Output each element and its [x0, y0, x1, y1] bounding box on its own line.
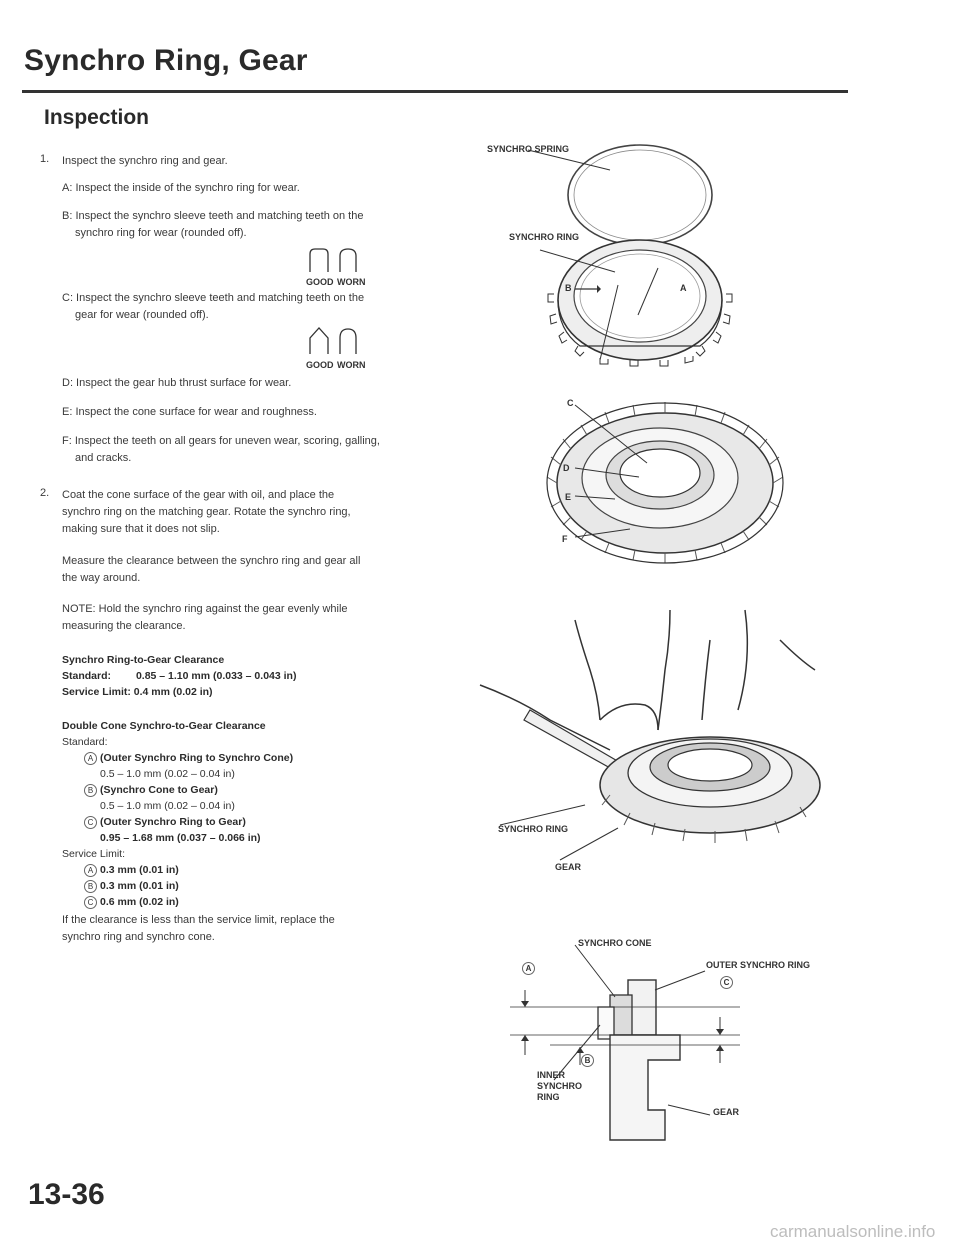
tooth-wear-icon-c	[309, 327, 357, 354]
label-synchro-cone: SYNCHRO CONE	[578, 938, 652, 948]
step-1c: C: Inspect the synchro sleeve teeth and …	[62, 292, 365, 321]
helical-gear-diagram	[546, 402, 784, 564]
tooth-good-label-b: GOOD	[306, 277, 334, 287]
step-2-text: Coat the cone surface of the gear with o…	[62, 489, 351, 535]
label-outer-synchro-ring: OUTER SYNCHRO RING	[706, 960, 811, 970]
title-rule	[22, 90, 848, 93]
spec-c-label-row: C(Outer Synchro Ring to Gear)	[62, 814, 293, 830]
closing-text: If the clearance is less than the servic…	[62, 914, 335, 943]
watermark: carmanualsonline.info	[770, 1222, 936, 1241]
leader-lines-cdef	[574, 404, 648, 538]
spec-double-cone-title: Double Cone Synchro-to-Gear Clearance	[62, 720, 266, 732]
spec-b-label: (Synchro Cone to Gear)	[100, 784, 218, 796]
section-heading: Inspection	[44, 106, 150, 129]
synchro-ring-diagram	[527, 144, 733, 367]
page-title: Synchro Ring, Gear	[24, 44, 308, 77]
step-1f: F: Inspect the teeth on all gears for un…	[62, 435, 380, 464]
marker-b-icon: B	[84, 880, 97, 893]
step-1b: B: Inspect the synchro sleeve teeth and …	[62, 210, 364, 239]
label-a: A	[680, 283, 687, 293]
page-number: 13-36	[28, 1178, 105, 1211]
svc-a-value: 0.3 mm (0.01 in)	[100, 864, 179, 876]
marker-b-icon: B	[581, 1054, 594, 1067]
spec-standard-value: 0.85 – 1.10 mm (0.033 – 0.043 in)	[135, 670, 297, 682]
label-e: E	[565, 492, 572, 502]
spec-ring-to-gear-standard: Standard: 0.85 – 1.10 mm (0.033 – 0.043 …	[62, 668, 296, 684]
label-inner-synchro-ring: INNER SYNCHRO RING	[537, 1070, 583, 1102]
marker-c-icon: C	[84, 896, 97, 909]
spec-ring-to-gear-title: Synchro Ring-to-Gear Clearance	[62, 654, 225, 666]
marker-a-icon: A	[84, 864, 97, 877]
diagram-marker-a: A	[522, 962, 538, 975]
spec-b-value: 0.5 – 1.0 mm (0.02 – 0.04 in)	[100, 800, 235, 812]
svc-c-value: 0.6 mm (0.02 in)	[100, 896, 179, 908]
step-2-number: 2.	[40, 487, 50, 499]
spec-standard-label: Standard:	[62, 670, 112, 682]
step-1d: D: Inspect the gear hub thrust surface f…	[62, 377, 292, 389]
label-d: D	[563, 463, 570, 473]
spec-ring-to-gear-service: Service Limit: 0.4 mm (0.02 in)	[62, 686, 213, 698]
spec-c-value: 0.95 – 1.68 mm (0.037 – 0.066 in)	[100, 832, 261, 844]
spec-double-cone-service-label: Service Limit:	[62, 848, 126, 860]
diagram-marker-c: C	[720, 976, 736, 989]
double-cone-cross-section	[510, 944, 740, 1141]
marker-a-icon: A	[84, 752, 97, 765]
spec-a-label: (Outer Synchro Ring to Synchro Cone)	[100, 752, 294, 764]
step-2-measure: Measure the clearance between the synchr…	[62, 555, 361, 584]
spec-a-value: 0.5 – 1.0 mm (0.02 – 0.04 in)	[100, 768, 235, 780]
spec-double-cone-standard-label: Standard:	[62, 736, 108, 748]
label-b: B	[565, 283, 572, 293]
arrow-b-icon	[575, 285, 601, 293]
label-f: F	[562, 534, 568, 544]
label-gear-2: GEAR	[713, 1107, 740, 1117]
step-1a: A: Inspect the inside of the synchro rin…	[62, 182, 300, 194]
spec-double-cone: Double Cone Synchro-to-Gear Clearance St…	[62, 718, 293, 910]
label-synchro-ring-2: SYNCHRO RING	[498, 824, 569, 834]
marker-c-icon: C	[720, 976, 733, 989]
step-1-text: Inspect the synchro ring and gear.	[62, 155, 228, 167]
tooth-worn-label-c: WORN	[337, 360, 366, 370]
label-gear: GEAR	[555, 862, 582, 872]
step-1e: E: Inspect the cone surface for wear and…	[62, 406, 317, 418]
step-2-note: NOTE: Hold the synchro ring against the …	[62, 603, 348, 632]
marker-c-icon: C	[84, 816, 97, 829]
label-synchro-spring: SYNCHRO SPRING	[487, 144, 570, 154]
svc-b-value: 0.3 mm (0.01 in)	[100, 880, 179, 892]
tooth-good-label-c: GOOD	[306, 360, 334, 370]
tooth-wear-icon-b	[309, 248, 357, 272]
diagram-marker-b: B	[581, 1054, 597, 1067]
tooth-worn-label-b: WORN	[337, 277, 366, 287]
spec-a-label-row: A(Outer Synchro Ring to Synchro Cone)	[62, 750, 293, 766]
spec-c-label: (Outer Synchro Ring to Gear)	[100, 816, 246, 828]
label-synchro-ring: SYNCHRO RING	[509, 232, 580, 242]
step-1-number: 1.	[40, 153, 50, 165]
spec-ring-to-gear: Synchro Ring-to-Gear Clearance Standard:…	[62, 652, 296, 700]
feeler-gauge-measurement-diagram	[479, 609, 821, 861]
spec-b-label-row: B(Synchro Cone to Gear)	[62, 782, 293, 798]
label-c: C	[567, 398, 574, 408]
marker-b-icon: B	[84, 784, 97, 797]
marker-a-icon: A	[522, 962, 535, 975]
